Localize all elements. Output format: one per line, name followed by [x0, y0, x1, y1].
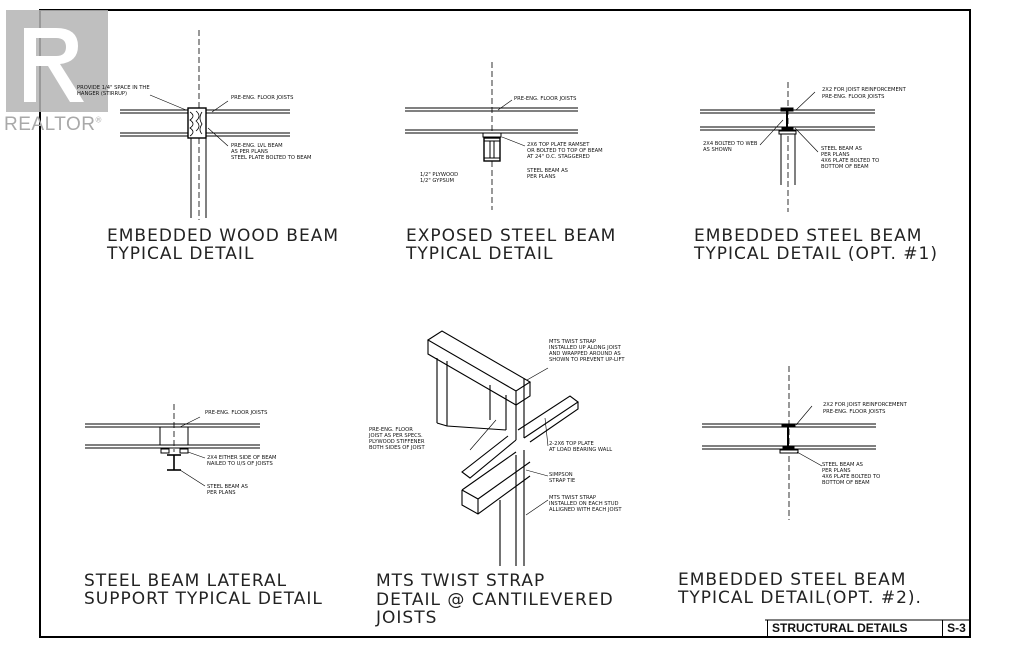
- d5-title-line3: JOISTS: [376, 608, 438, 628]
- realtor-logo: [6, 10, 108, 112]
- d4-title-line2: SUPPORT TYPICAL DETAIL: [84, 589, 323, 609]
- d3-note-joists: PRE-ENG. FLOOR JOISTS: [822, 94, 885, 100]
- d6-note-reinf: 2X2 FOR JOIST REINFORCEMENT: [823, 402, 907, 408]
- title-block: STRUCTURAL DETAILS S-3: [767, 620, 970, 637]
- detail-2-drawing: [405, 62, 578, 210]
- d4-note-joists: PRE-ENG. FLOOR JOISTS: [205, 410, 268, 416]
- detail-5-drawing: [426, 330, 579, 566]
- d6-title-line1: EMBEDDED STEEL BEAM: [678, 570, 907, 590]
- sheet-border: [39, 9, 971, 638]
- sheet-number: S-3: [942, 620, 970, 637]
- d1-title-line2: TYPICAL DETAIL: [107, 244, 255, 264]
- d5-title-line1: MTS TWIST STRAP: [376, 571, 546, 591]
- d2-title-line2: TYPICAL DETAIL: [406, 244, 554, 264]
- realtor-watermark-text: REALTOR®: [4, 114, 102, 135]
- d3-note-reinf: 2X2 FOR JOIST REINFORCEMENT: [822, 87, 906, 93]
- detail-3-drawing: [700, 82, 875, 212]
- detail-4-drawing: [85, 404, 260, 487]
- d6-title-line2: TYPICAL DETAIL(OPT. #2).: [678, 588, 922, 608]
- d6-note-joists: PRE-ENG. FLOOR JOISTS: [823, 409, 886, 415]
- detail-6-drawing: [702, 366, 876, 520]
- d3-title-line2: TYPICAL DETAIL (OPT. #1): [694, 244, 938, 264]
- d1-title-line1: EMBEDDED WOOD BEAM: [107, 226, 339, 246]
- sheet-title: STRUCTURAL DETAILS: [772, 621, 908, 635]
- d3-title-line1: EMBEDDED STEEL BEAM: [694, 226, 923, 246]
- d2-title-line1: EXPOSED STEEL BEAM: [406, 226, 617, 246]
- d2-note-joists: PRE-ENG. FLOOR JOISTS: [514, 96, 577, 102]
- d4-title-line1: STEEL BEAM LATERAL: [84, 571, 288, 591]
- detail-1-drawing: [120, 30, 290, 220]
- d1-note-joists: PRE-ENG. FLOOR JOISTS: [231, 95, 294, 101]
- d5-title-line2: DETAIL @ CANTILEVERED: [376, 590, 614, 610]
